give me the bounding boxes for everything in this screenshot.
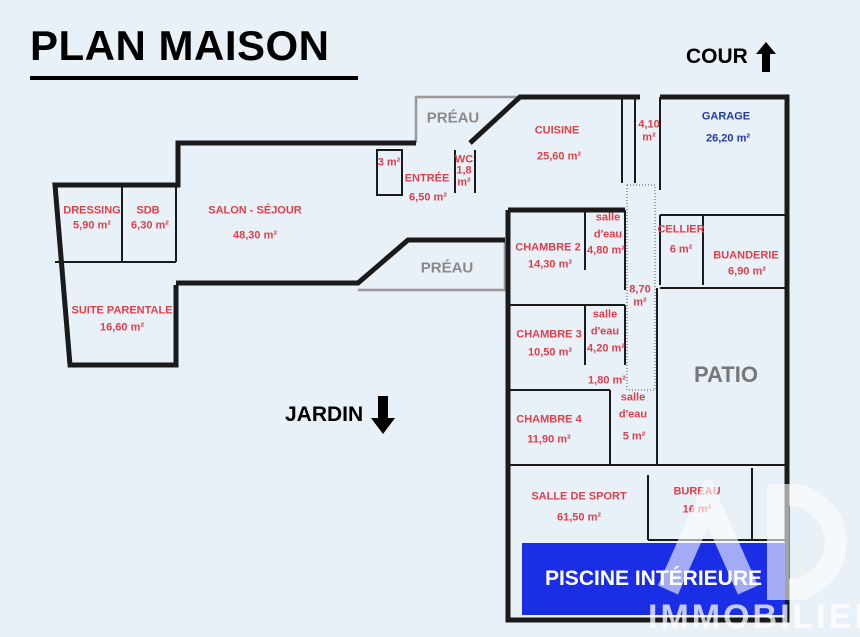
direction-cour: COUR bbox=[686, 42, 776, 72]
salle-eau-3-l2: d'eau bbox=[618, 408, 648, 421]
patio-label: PATIO bbox=[694, 362, 758, 387]
preau-outlines bbox=[358, 95, 520, 292]
chambre3-area: 10,50 m² bbox=[527, 346, 573, 359]
buanderie-area: 6,90 m² bbox=[728, 265, 766, 278]
entree-area: 6,50 m² bbox=[409, 191, 447, 204]
wc-area-2: m² bbox=[457, 176, 471, 189]
salle-eau-1-l1: salle bbox=[595, 211, 621, 224]
chambre2-name: CHAMBRE 2 bbox=[515, 241, 581, 254]
wc-area-1: 1,8 bbox=[456, 164, 472, 177]
preau-bottom-label: PRÉAU bbox=[420, 259, 474, 277]
salon-area: 48,30 m² bbox=[232, 229, 278, 242]
chambre3-name: CHAMBRE 3 bbox=[516, 328, 582, 341]
cuisine-name: CUISINE bbox=[534, 124, 580, 137]
chambre2-area: 14,30 m² bbox=[527, 258, 573, 271]
buanderie-name: BUANDERIE bbox=[713, 249, 779, 262]
dressing-area: 5,90 m² bbox=[73, 219, 111, 232]
iad-logo-watermark bbox=[657, 480, 847, 600]
placard-area: 3 m² bbox=[377, 156, 401, 169]
sdb-name: SDB bbox=[136, 204, 160, 217]
suite-area: 16,60 m² bbox=[99, 321, 145, 334]
cuisine-area: 25,60 m² bbox=[536, 150, 582, 163]
sport-name: SALLE DE SPORT bbox=[531, 490, 627, 503]
sdb-area: 6,30 m² bbox=[131, 219, 169, 232]
arrow-up-icon bbox=[755, 42, 776, 72]
degagement-area-1: 4,10 bbox=[638, 118, 660, 131]
suite-name: SUITE PARENTALE bbox=[71, 304, 173, 317]
chambre4-area: 11,90 m² bbox=[527, 433, 571, 446]
couloir-area-1: 8,70 bbox=[629, 283, 651, 296]
cour-label: COUR bbox=[686, 45, 748, 68]
dressing-name: DRESSING bbox=[63, 204, 121, 217]
exterior-walls bbox=[52, 94, 790, 623]
watermark-text: IMMOBILIER bbox=[648, 598, 860, 636]
wc-name: WC bbox=[454, 153, 474, 166]
cellier-area: 6 m² bbox=[669, 243, 693, 256]
title-underline bbox=[30, 76, 358, 80]
salle-eau-2-l2: d'eau bbox=[590, 325, 620, 338]
piscine-label: PISCINE INTÉRIEURE bbox=[544, 567, 763, 590]
preau-top-label: PRÉAU bbox=[426, 109, 480, 127]
garage-area: 26,20 m² bbox=[705, 132, 751, 145]
salle-eau-3-l1: salle bbox=[620, 391, 646, 404]
jardin-label: JARDIN bbox=[285, 403, 364, 426]
interior-walls bbox=[55, 97, 787, 541]
salle-eau-1-area: 4,80 m² bbox=[587, 244, 625, 257]
salon-name: SALON - SÉJOUR bbox=[208, 204, 302, 217]
chambre4-name: CHAMBRE 4 bbox=[516, 413, 582, 426]
arrow-down-icon bbox=[371, 396, 396, 434]
entree-name: ENTRÉE bbox=[404, 172, 450, 185]
salle-eau-1-l2: d'eau bbox=[593, 228, 623, 241]
couloir-area-2: m² bbox=[633, 296, 647, 309]
cellier-name: CELLIER bbox=[657, 223, 705, 236]
bureau-name: BUREAU bbox=[673, 485, 721, 498]
sport-area: 61,50 m² bbox=[556, 511, 602, 524]
plan-title: PLAN MAISON bbox=[30, 22, 330, 69]
couloir2-area: 1,80 m² bbox=[588, 374, 626, 387]
salle-eau-3-area: 5 m² bbox=[622, 430, 646, 443]
corridor-hatch bbox=[626, 184, 656, 391]
direction-jardin: JARDIN bbox=[285, 396, 396, 434]
garage-name: GARAGE bbox=[701, 110, 751, 123]
salle-eau-2-l1: salle bbox=[592, 308, 618, 321]
salle-eau-2-area: 4,20 m² bbox=[587, 342, 625, 355]
degagement-area-2: m² bbox=[642, 131, 656, 144]
